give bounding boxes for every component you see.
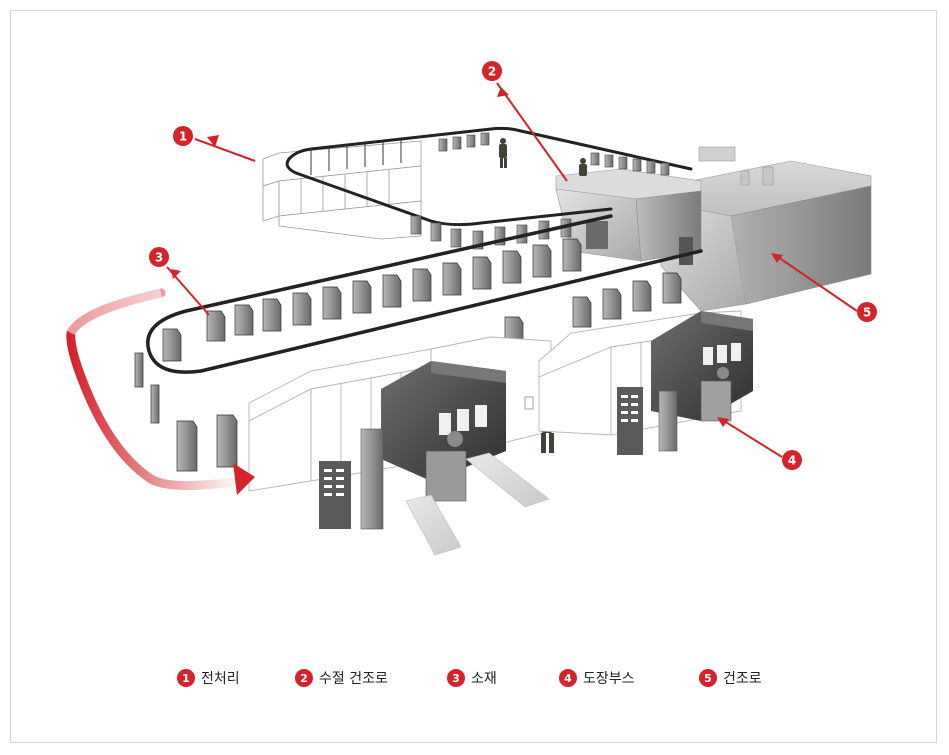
water-drying-oven — [555, 168, 702, 265]
legend-label: 전처리 — [201, 671, 240, 687]
lower-parts-left — [134, 328, 238, 472]
legend: 1 전처리 2 수절 건조로 3 소재 4 도장부스 5 건조로 — [177, 666, 809, 690]
marker-1: 1 — [173, 126, 193, 146]
marker-5: 5 — [857, 302, 877, 322]
floor-rails — [405, 452, 550, 556]
booth-machines-right — [617, 367, 732, 455]
svg-text:4: 4 — [788, 454, 796, 468]
marker-2: 2 — [482, 61, 502, 81]
legend-item-3: 3 소재 — [447, 668, 559, 688]
legend-badge: 3 — [447, 669, 465, 687]
legend-label: 소재 — [471, 671, 497, 687]
marker-3: 3 — [149, 247, 169, 267]
return-flow-arrow — [66, 288, 255, 495]
callout-arrows — [166, 82, 858, 458]
svg-text:3: 3 — [155, 251, 163, 265]
legend-label: 건조로 — [723, 671, 762, 687]
marker-4: 4 — [782, 450, 802, 470]
legend-label: 도장부스 — [583, 671, 635, 687]
legend-item-4: 4 도장부스 — [559, 668, 699, 688]
legend-label: 수절 건조로 — [319, 671, 388, 687]
upper-parts-back — [438, 132, 670, 176]
svg-text:5: 5 — [863, 306, 871, 320]
legend-item-5: 5 건조로 — [699, 668, 809, 688]
booth-control-left — [381, 361, 506, 481]
svg-text:1: 1 — [179, 130, 187, 144]
legend-item-2: 2 수절 건조로 — [295, 668, 447, 688]
legend-badge: 2 — [295, 669, 313, 687]
upper-conveyor — [285, 126, 693, 227]
booth-machines-left — [319, 428, 467, 530]
legend-item-1: 1 전처리 — [177, 668, 295, 688]
lower-parts-back — [206, 238, 582, 342]
legend-badge: 5 — [699, 669, 717, 687]
svg-text:2: 2 — [488, 65, 496, 79]
worker-top-1 — [499, 138, 507, 168]
legend-badge: 4 — [559, 669, 577, 687]
diagram-frame: 1 2 3 4 5 1 전처리 2 수절 건조로 3 소재 4 도장부스 5 건… — [10, 10, 937, 743]
painting-line-diagram: 1 2 3 4 5 — [66, 61, 877, 556]
worker-top-2 — [579, 158, 587, 176]
lower-conveyor — [146, 214, 703, 374]
upper-conveyor-hangers — [310, 139, 402, 175]
legend-badge: 1 — [177, 669, 195, 687]
